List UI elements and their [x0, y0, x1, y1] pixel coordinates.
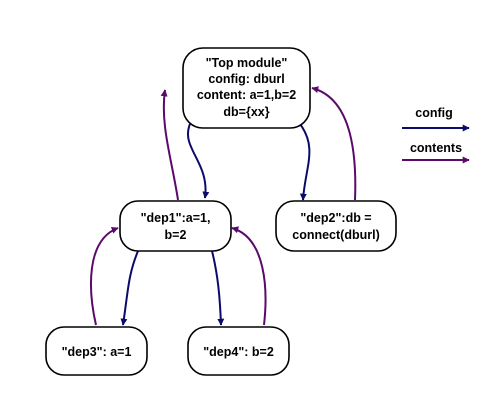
- node-top-line-1: "Top module": [206, 56, 288, 70]
- node-top-line-3: content: a=1,b=2: [197, 88, 296, 102]
- node-top-line-2: config: dburl: [208, 72, 284, 86]
- node-dep4-line-1: "dep4": b=2: [203, 345, 274, 359]
- node-dep4: "dep4": b=2: [187, 326, 290, 376]
- edge-dep4-to-dep1: [231, 226, 267, 326]
- edge-top-to-dep2: [299, 123, 311, 201]
- edge-dep1-to-top: [160, 89, 179, 201]
- node-dep1-line-1: "dep1":a=1,: [141, 211, 211, 225]
- edge-dep1-to-dep4: [211, 250, 225, 326]
- node-dep1: "dep1":a=1, b=2: [119, 200, 232, 252]
- node-dep3: "dep3": a=1: [45, 326, 148, 376]
- legend-config-label: config: [415, 106, 453, 120]
- edge-dep2-to-top: [311, 86, 357, 201]
- edge-dep3-to-dep1: [89, 226, 119, 326]
- node-dep1-line-2: b=2: [165, 228, 187, 242]
- legend: config contents: [402, 106, 470, 164]
- node-dep2: "dep2":db = connect(dburl): [275, 200, 397, 252]
- edge-dep1-to-dep3: [120, 250, 139, 326]
- node-dep2-line-2: connect(dburl): [292, 228, 380, 242]
- node-top-module: "Top module" config: dburl content: a=1,…: [182, 47, 311, 129]
- node-dep2-line-1: "dep2":db =: [300, 211, 371, 225]
- edge-top-to-dep1: [187, 123, 210, 199]
- node-top-line-4: db={xx}: [223, 105, 269, 119]
- node-dep3-line-1: "dep3": a=1: [62, 345, 132, 359]
- legend-contents-label: contents: [410, 141, 462, 155]
